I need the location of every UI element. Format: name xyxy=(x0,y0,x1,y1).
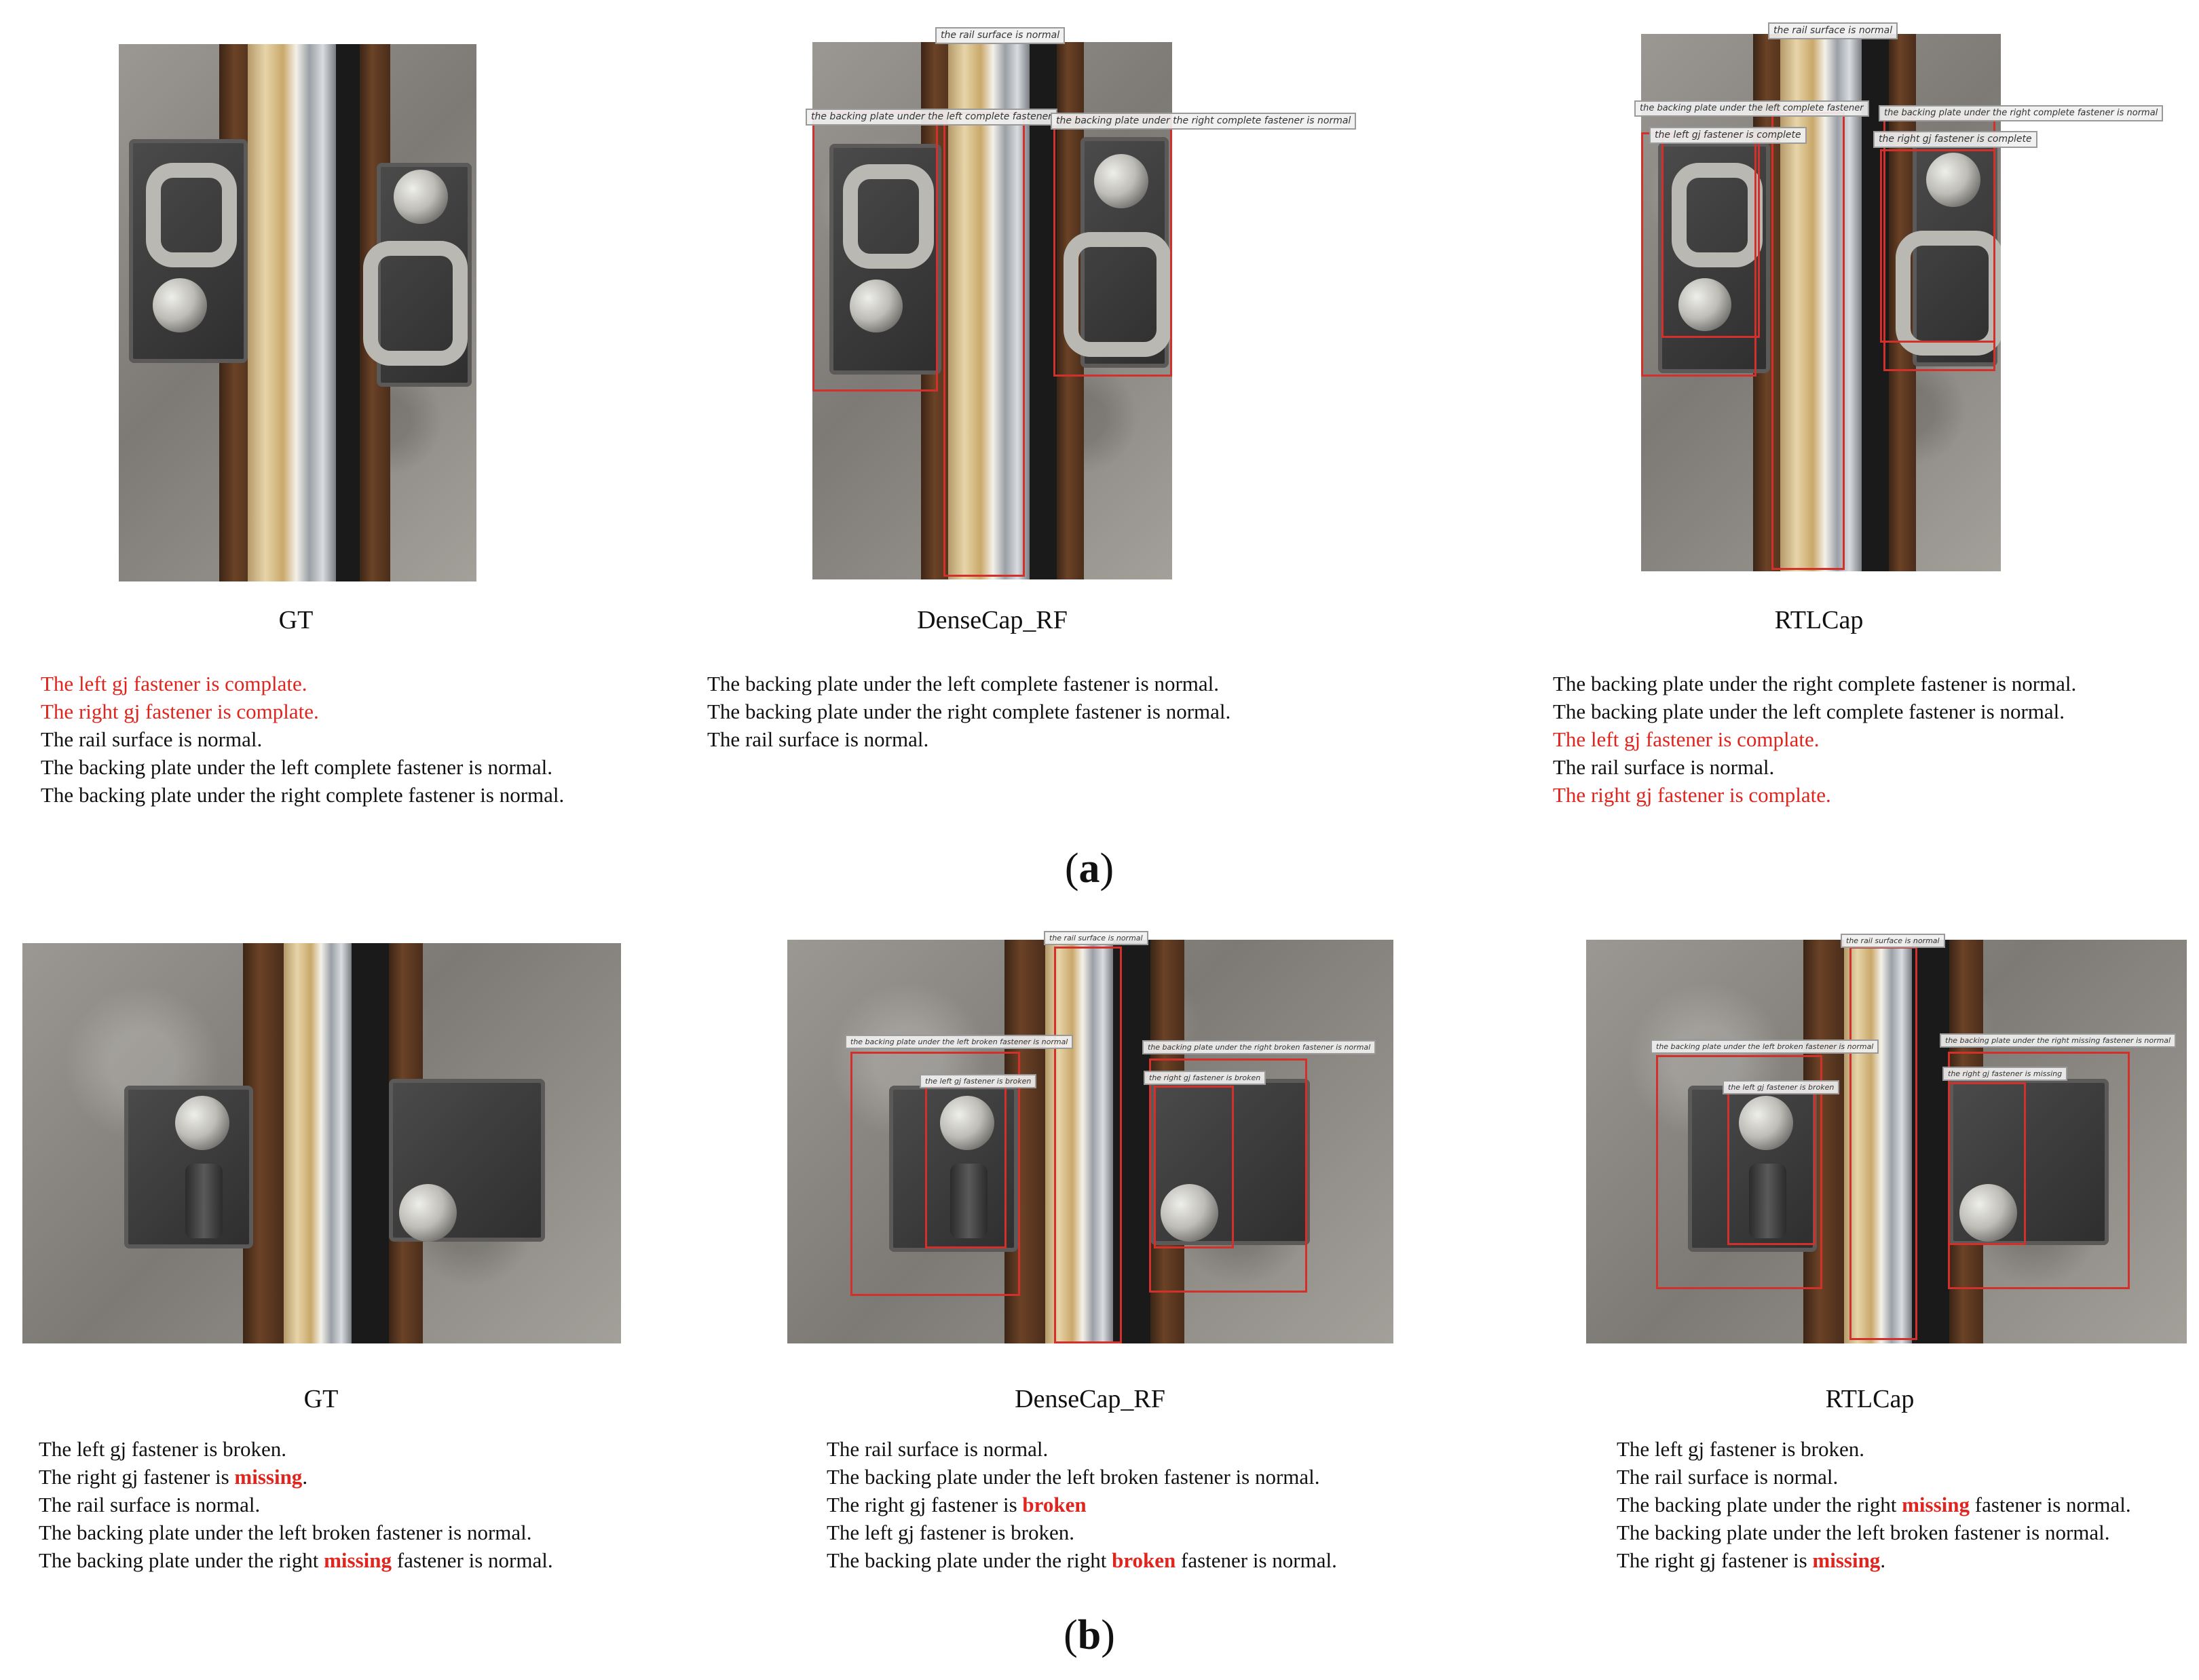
bbox-caption: the rail surface is normal xyxy=(1044,931,1148,946)
caption-line: The backing plate under the left complet… xyxy=(707,672,1220,695)
caption-list-densecap-b: The rail surface is normal. The backing … xyxy=(827,1435,1337,1574)
bbox xyxy=(1727,1092,1816,1245)
panel-label-a: (a) xyxy=(1064,845,1114,892)
bbox-caption: the rail surface is normal xyxy=(935,27,1066,44)
caption-line: The left gj fastener is complate. xyxy=(1553,727,1820,751)
caption-line: The backing plate under the right comple… xyxy=(1553,672,2077,695)
bbox-caption: the rail surface is normal xyxy=(1841,934,1945,949)
column-title: GT xyxy=(303,1385,339,1413)
caption-line: The right gj fastener is missing. xyxy=(1617,1548,1886,1572)
caption-line: The rail surface is normal. xyxy=(707,727,929,751)
caption-line: The backing plate under the left broken … xyxy=(1617,1521,2110,1544)
caption-line: The rail surface is normal. xyxy=(39,1493,261,1516)
column-title: RTLCap xyxy=(1774,606,1864,634)
bbox xyxy=(1656,1055,1822,1289)
bbox-caption: the right gj fastener is broken xyxy=(1144,1071,1266,1086)
caption-line: The rail surface is normal. xyxy=(1553,755,1775,779)
column-title: GT xyxy=(278,606,314,634)
panel-b-rtlcap-image xyxy=(1586,940,2187,1343)
bbox-caption: the left gj fastener is broken xyxy=(1723,1080,1840,1095)
column-title: DenseCap_RF xyxy=(917,606,1068,634)
caption-line: The backing plate under the left complet… xyxy=(1553,700,2065,723)
bbox xyxy=(1149,1058,1307,1293)
caption-line: The right gj fastener is broken xyxy=(827,1493,1087,1516)
bbox-caption: the backing plate under the left broken … xyxy=(845,1035,1074,1050)
caption-line: The left gj fastener is broken. xyxy=(827,1521,1074,1544)
bbox-caption: the backing plate under the right broken… xyxy=(1142,1040,1376,1055)
bbox xyxy=(1053,115,1172,377)
caption-line: The left gj fastener is complate. xyxy=(41,672,307,695)
caption-list-densecap-a: The backing plate under the left complet… xyxy=(707,670,1230,753)
panel-b-gt-image xyxy=(22,943,621,1343)
caption-line: The backing plate under the right missin… xyxy=(39,1548,553,1572)
bbox xyxy=(1883,119,1995,371)
caption-line: The rail surface is normal. xyxy=(41,727,263,751)
caption-line: The rail surface is normal. xyxy=(1617,1465,1839,1489)
panel-label-b: (b) xyxy=(1064,1612,1115,1658)
bbox-caption: the backing plate under the right missin… xyxy=(1940,1033,2177,1048)
column-title: DenseCap_RF xyxy=(1015,1385,1165,1413)
bbox-caption: the left gj fastener is complete xyxy=(1649,127,1807,144)
bbox xyxy=(925,1086,1007,1248)
caption-line: The left gj fastener is broken. xyxy=(1617,1437,1864,1461)
caption-line: The right gj fastener is complate. xyxy=(41,700,319,723)
caption-line: The backing plate under the right comple… xyxy=(41,783,565,807)
caption-list-rtlcap-b: The left gj fastener is broken. The rail… xyxy=(1617,1435,2131,1574)
caption-line: The backing plate under the right comple… xyxy=(707,700,1231,723)
bbox xyxy=(1948,1082,2026,1245)
bbox xyxy=(1771,112,1845,570)
bbox-caption: the backing plate under the left broken … xyxy=(1651,1039,1879,1054)
panel-a-densecap-image xyxy=(812,42,1172,579)
bbox xyxy=(812,112,938,392)
bbox-caption: the right gj fastener is complete xyxy=(1873,131,2037,148)
caption-list-rtlcap-a: The backing plate under the right comple… xyxy=(1553,670,2076,809)
caption-line: The left gj fastener is broken. xyxy=(39,1437,286,1461)
bbox xyxy=(943,112,1025,577)
bbox xyxy=(1054,947,1122,1343)
caption-line: The backing plate under the left broken … xyxy=(827,1465,1320,1489)
bbox xyxy=(1154,1086,1234,1248)
bbox xyxy=(850,1052,1020,1296)
caption-list-gt-b: The left gj fastener is broken. The righ… xyxy=(39,1435,553,1574)
caption-line: The backing plate under the left broken … xyxy=(39,1521,532,1544)
panel-a-gt-image xyxy=(119,44,476,581)
panel-a-rtlcap-image xyxy=(1641,34,2001,571)
caption-line: The right gj fastener is complate. xyxy=(1553,783,1831,807)
bbox-caption: the rail surface is normal xyxy=(1768,22,1898,39)
caption-list-gt-a: The left gj fastener is complate. The ri… xyxy=(41,670,564,809)
bbox-caption: the right gj fastener is missing xyxy=(1942,1067,2068,1082)
caption-line: The backing plate under the right missin… xyxy=(1617,1493,2131,1516)
bbox xyxy=(1849,947,1917,1340)
bbox-caption: the backing plate under the left complet… xyxy=(806,109,1057,126)
bbox-caption: the backing plate under the left complet… xyxy=(1634,100,1869,117)
caption-line: The rail surface is normal. xyxy=(827,1437,1049,1461)
bbox-caption: the left gj fastener is broken xyxy=(920,1074,1037,1089)
caption-line: The backing plate under the right broken… xyxy=(827,1548,1337,1572)
bbox-caption: the backing plate under the right comple… xyxy=(1879,105,2164,121)
bbox xyxy=(1641,132,1756,377)
column-title: RTLCap xyxy=(1825,1385,1915,1413)
panel-b-densecap-image xyxy=(787,940,1393,1343)
bbox-caption: the backing plate under the right comple… xyxy=(1051,113,1357,130)
caption-line: The right gj fastener is missing. xyxy=(39,1465,308,1489)
caption-line: The backing plate under the left complet… xyxy=(41,755,553,779)
